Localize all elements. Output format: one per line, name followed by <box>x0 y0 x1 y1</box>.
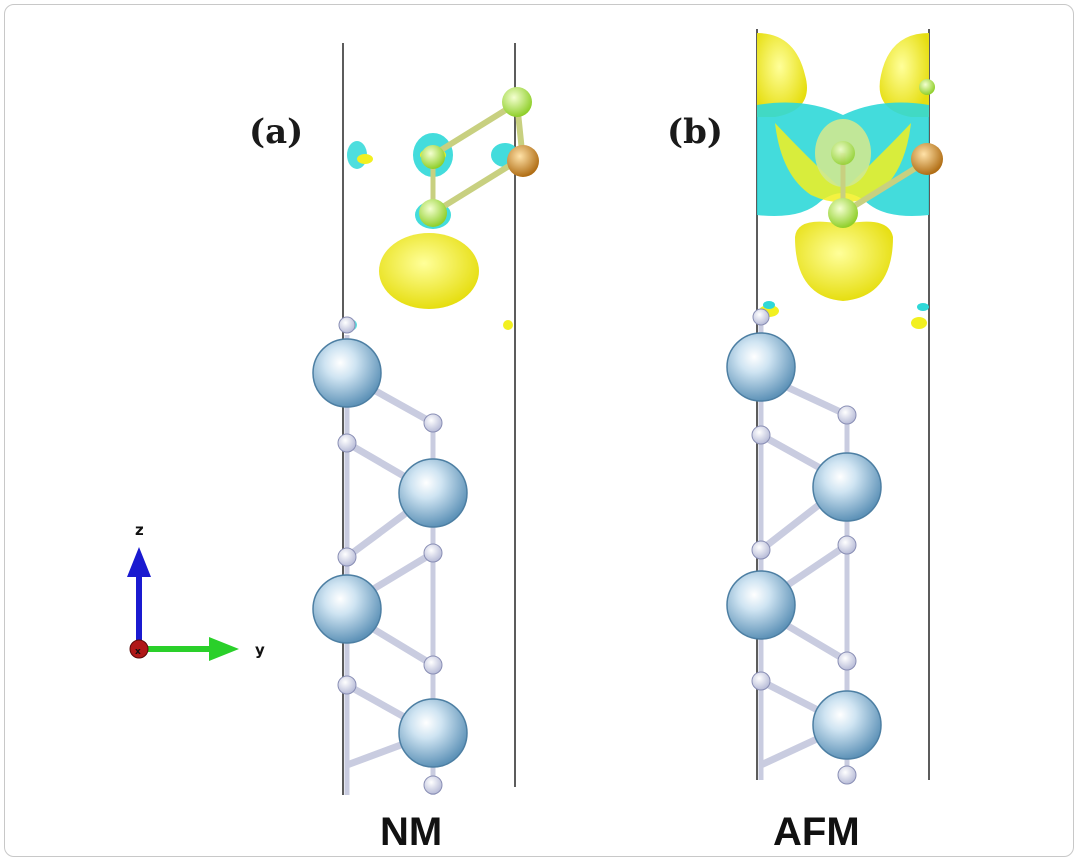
large-atom <box>812 452 882 522</box>
axis-triad: z y x <box>127 521 265 661</box>
small-atom <box>751 540 771 560</box>
panel-b: (b) <box>667 29 943 854</box>
adsorbate-b <box>828 79 943 228</box>
panel-a: (a) <box>249 43 539 854</box>
substrate-atoms-a <box>312 316 468 795</box>
adsorbate-atom <box>502 87 532 117</box>
large-atom <box>312 338 382 408</box>
adsorbate-atom <box>831 141 855 165</box>
figure-frame: (a) <box>4 4 1074 857</box>
small-atom <box>423 655 443 675</box>
large-atom <box>812 690 882 760</box>
small-atom <box>751 425 771 445</box>
large-atom <box>398 698 468 768</box>
figure-canvas: (a) <box>127 29 943 854</box>
small-atom <box>837 405 857 425</box>
z-axis-arrowhead <box>127 547 151 577</box>
panel-a-label: (a) <box>249 112 303 152</box>
large-atom <box>726 570 796 640</box>
panel-a-state-label: NM <box>380 810 442 854</box>
adsorbate-atom <box>919 79 935 95</box>
adsorbate-a <box>419 87 539 227</box>
small-atom <box>837 651 857 671</box>
adsorbate-atom <box>828 198 858 228</box>
small-atom <box>423 543 443 563</box>
small-atom <box>751 671 771 691</box>
x-axis-label: x <box>135 647 141 657</box>
panel-b-state-label: AFM <box>773 810 860 854</box>
small-atom <box>337 675 357 695</box>
panel-b-label: (b) <box>667 112 723 152</box>
small-atom <box>423 775 443 795</box>
adsorbate-atom <box>421 145 445 169</box>
large-atom <box>726 332 796 402</box>
small-atom <box>752 308 770 326</box>
substrate-atoms-b <box>726 308 882 785</box>
small-atom <box>423 413 443 433</box>
small-atom <box>837 765 857 785</box>
y-axis-arrowhead <box>209 637 239 661</box>
small-atom <box>337 433 357 453</box>
metal-atom <box>507 145 539 177</box>
large-atom <box>312 574 382 644</box>
metal-atom <box>911 143 943 175</box>
y-axis-label: y <box>255 641 265 659</box>
adsorbate-atom <box>419 199 447 227</box>
large-atom <box>398 458 468 528</box>
z-axis-label: z <box>135 521 144 539</box>
small-atom <box>837 535 857 555</box>
small-atom <box>338 316 356 334</box>
x-axis-dot <box>129 639 149 659</box>
small-atom <box>337 547 357 567</box>
